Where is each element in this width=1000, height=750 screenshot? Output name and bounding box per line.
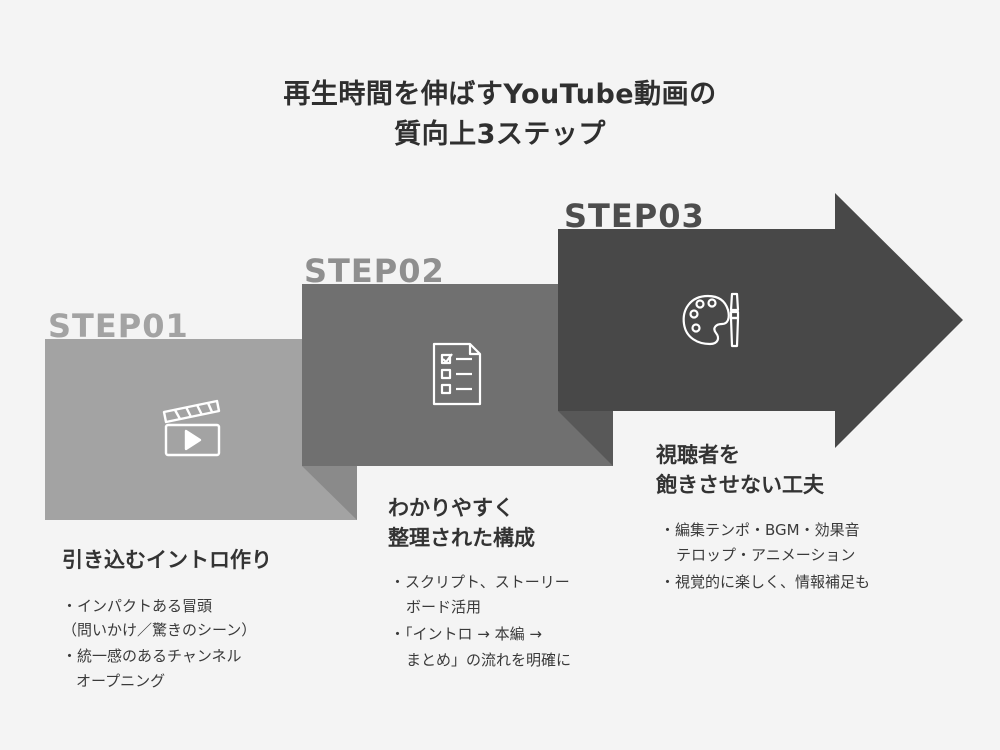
- step1-bullet-1: ・インパクトある冒頭: [62, 597, 213, 615]
- step1-bullet-1-cont: （問いかけ／驚きのシーン）: [62, 621, 257, 639]
- checklist-icon: [432, 342, 482, 406]
- step2-bullet-2-cont: まとめ」の流れを明確に: [406, 651, 572, 669]
- step1-label: STEP01: [48, 307, 189, 345]
- step1-bullet-2-cont: オープニング: [76, 672, 166, 690]
- step1-heading: 引き込むイントロ作り: [62, 548, 272, 572]
- step2-label: STEP02: [304, 252, 445, 290]
- step1-bullet-2: ・統一感のあるチャンネル: [62, 647, 242, 665]
- step2-heading-line2: 整理された構成: [388, 526, 535, 550]
- step2-bullet-2: ・「イントロ → 本編 →: [390, 625, 542, 643]
- step2-shadow: [302, 466, 357, 520]
- step3-bullet-1: ・編集テンポ・BGM・効果音: [660, 521, 860, 539]
- step3-heading-line2: 飽きさせない工夫: [656, 473, 824, 497]
- step3-heading-line1: 視聴者を: [656, 443, 740, 467]
- step3-shadow: [558, 411, 613, 466]
- step3-label: STEP03: [564, 197, 705, 235]
- step2-bullet-1: ・スクリプト、ストーリー: [390, 573, 570, 591]
- step2-heading-line1: わかりやすく: [388, 496, 514, 520]
- step2-bullet-1-cont: ボード活用: [406, 598, 482, 616]
- step3-arrow: [558, 193, 963, 448]
- palette-brush-icon: [682, 292, 740, 348]
- step3-bullet-1-cont: テロップ・アニメーション: [676, 546, 856, 564]
- page-title-line1: 再生時間を伸ばすYouTube動画の: [283, 79, 717, 110]
- page-title-line2: 質向上3ステップ: [394, 119, 606, 150]
- clapperboard-play-icon: [162, 399, 221, 457]
- step3-bullet-2: ・視覚的に楽しく、情報補足も: [660, 573, 871, 591]
